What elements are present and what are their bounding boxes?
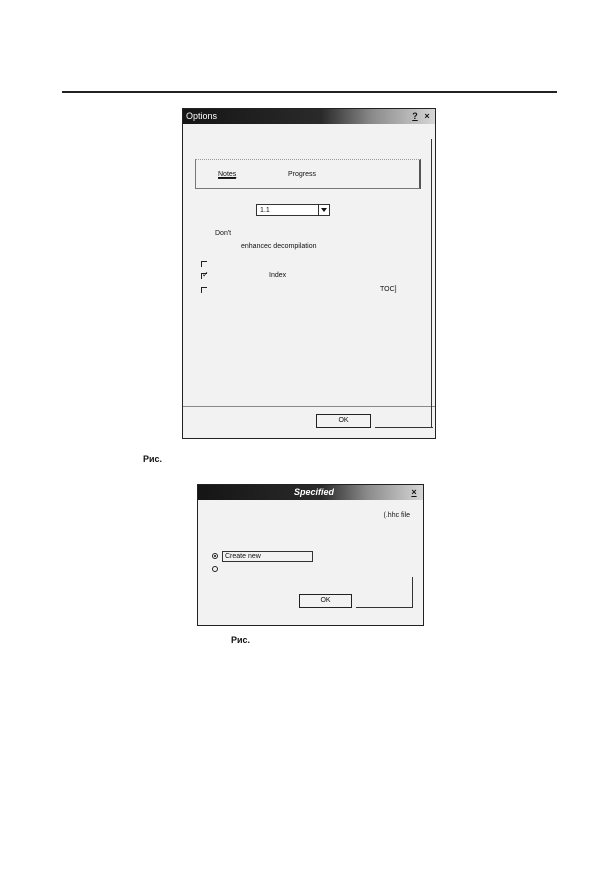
checkbox-index[interactable]: ✓ (201, 270, 209, 279)
figure-caption: Рис. (231, 635, 251, 645)
divider (412, 577, 413, 608)
options-titlebar[interactable]: Options ? × (183, 109, 435, 124)
tab-strip: Notes Progress (195, 159, 421, 189)
close-button[interactable]: × (411, 487, 417, 497)
options-title: Options (186, 111, 218, 121)
options-dialog: Options ? × Notes Progress 1.1 Don't enh… (182, 108, 436, 439)
figure-caption: Рис. (143, 454, 163, 464)
checkbox-1[interactable] (201, 261, 207, 267)
index-label: Index (269, 272, 287, 279)
radio-option-2[interactable] (212, 566, 218, 572)
divider (356, 607, 413, 608)
divider (375, 427, 433, 428)
create-new-field[interactable]: Create new (222, 551, 313, 562)
help-button[interactable]: ? (412, 111, 418, 121)
specified-dialog: Specified × (.hhc file Create new OK (197, 484, 424, 626)
tab-notes[interactable]: Notes (218, 171, 237, 179)
tab-progress[interactable]: Progress (288, 171, 317, 178)
toc-label: TOC] (380, 286, 397, 293)
close-button[interactable]: × (424, 111, 430, 121)
radio-create-new[interactable] (212, 553, 218, 559)
divider (183, 406, 435, 407)
specified-title: Specified (294, 487, 335, 497)
checkbox-toc[interactable] (201, 287, 207, 293)
ok-button[interactable]: OK (299, 594, 352, 608)
ok-button[interactable]: OK (316, 414, 371, 428)
version-combo[interactable]: 1.1 (256, 204, 330, 216)
page-rule (62, 91, 557, 93)
specified-titlebar[interactable]: Specified × (198, 485, 423, 500)
check-icon: ✓ (202, 270, 209, 279)
filetype-label: (.hhc file (383, 512, 410, 519)
divider (431, 139, 432, 428)
chevron-down-icon[interactable] (318, 205, 329, 215)
dont-label: Don't (215, 230, 232, 237)
version-combo-value: 1.1 (260, 207, 270, 214)
enhanced-decompilation-label: enhancec decompilation (241, 243, 317, 250)
